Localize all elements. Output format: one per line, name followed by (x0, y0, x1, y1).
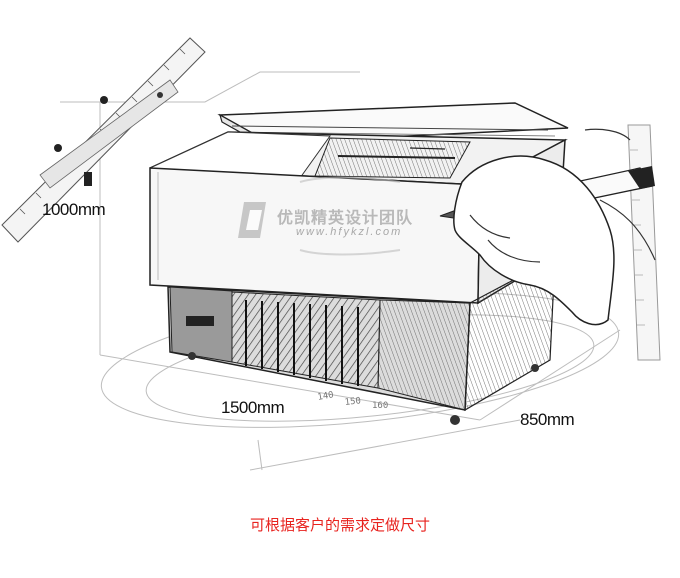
compressor-base (167, 256, 556, 425)
watermark-logo (238, 176, 401, 256)
protractor-ticks: 140 150 160 (317, 390, 388, 411)
watermark-url: www.hfykzl.com (296, 226, 403, 238)
height-dimension-label: 1000mm (42, 200, 106, 219)
vertical-ruler-drawing (627, 124, 661, 361)
svg-text:150: 150 (344, 396, 361, 408)
depth-dimension-label: 850mm (520, 410, 575, 429)
custom-size-caption: 可根据客户的需求定做尺寸 (249, 516, 430, 534)
watermark-brand-text: 优凯精英设计团队 (277, 208, 414, 227)
svg-text:160: 160 (372, 401, 388, 411)
hand-with-pencil (439, 128, 656, 326)
svg-text:140: 140 (317, 390, 335, 403)
ruler-drawing (1, 37, 206, 243)
width-dimension-label: 1500mm (221, 398, 285, 417)
